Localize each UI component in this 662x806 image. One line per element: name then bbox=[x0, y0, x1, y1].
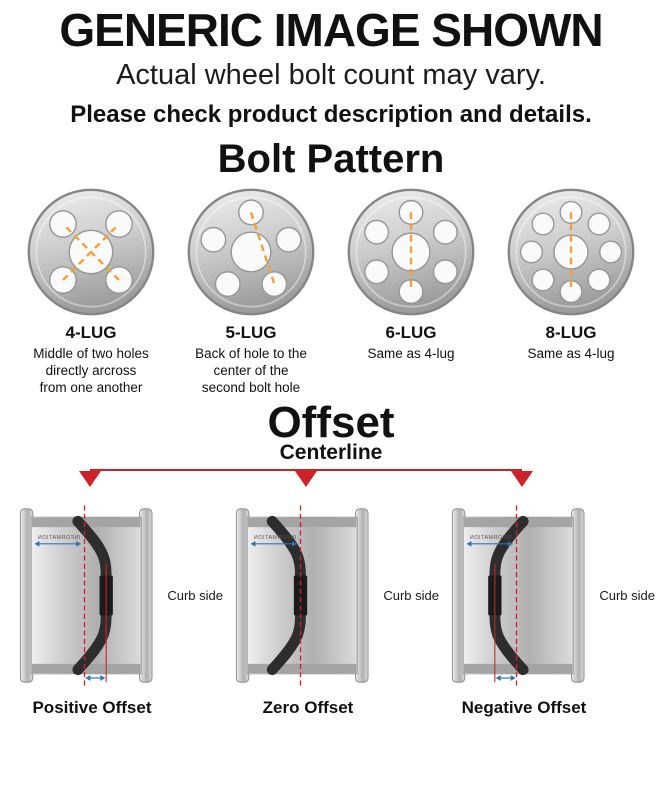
page-subtitle: Actual wheel bolt count may vary. bbox=[116, 59, 546, 92]
lug-description: Same as 4-lug bbox=[527, 346, 615, 362]
offset-title: Offset bbox=[267, 397, 395, 447]
lug-count-label: 6-LUG bbox=[385, 323, 437, 343]
lug-5-diagram-icon bbox=[187, 188, 315, 316]
wheel-cross-section-negative-icon: INFORMATION bbox=[451, 505, 585, 686]
lug-description: Same as 4-lug bbox=[367, 346, 455, 362]
centerline-marker-icon bbox=[79, 470, 101, 487]
lug-description: Back of hole to the center of the second… bbox=[195, 346, 307, 396]
wheel-cross-section-positive-icon: INFORMATION bbox=[19, 505, 153, 686]
svg-text:INFORMATION: INFORMATION bbox=[37, 535, 80, 541]
offset-type-label: Negative Offset bbox=[461, 697, 587, 717]
page-title: GENERIC IMAGE SHOWN bbox=[59, 4, 603, 56]
bolt-pattern-item: 8-LUG Same as 4-lug bbox=[497, 186, 645, 397]
offset-diagrams-row: INFORMATION Curb side Positive Offset IN… bbox=[0, 497, 662, 718]
curb-side-label: Curb side bbox=[383, 587, 439, 603]
offset-item-positive: INFORMATION Curb side Positive Offset bbox=[7, 497, 223, 718]
lug-count-label: 8-LUG bbox=[545, 323, 597, 343]
centerline-label: Centerline bbox=[279, 440, 383, 464]
centerline-line bbox=[90, 468, 522, 472]
centerline-marker-icon bbox=[295, 470, 317, 487]
bolt-pattern-item: 4-LUG Middle of two holes directly arcro… bbox=[17, 186, 165, 397]
bolt-pattern-item: 6-LUG Same as 4-lug bbox=[337, 186, 485, 397]
lug-4-diagram-icon bbox=[27, 188, 155, 316]
lug-count-label: 5-LUG bbox=[225, 323, 277, 343]
offset-item-zero: INFORMATION Curb side Zero Offset bbox=[223, 497, 439, 718]
bolt-pattern-title: Bolt Pattern bbox=[217, 137, 445, 182]
lug-description: Middle of two holes directly arcross fro… bbox=[33, 346, 149, 396]
offset-item-negative: INFORMATION Curb side Negative Offset bbox=[439, 497, 655, 718]
page-note: Please check product description and det… bbox=[70, 101, 592, 129]
offset-type-label: Positive Offset bbox=[32, 697, 152, 717]
centerline-callout: Centerline bbox=[0, 441, 662, 497]
curb-side-label: Curb side bbox=[167, 587, 223, 603]
svg-text:INFORMATION: INFORMATION bbox=[469, 535, 512, 541]
offset-type-label: Zero Offset bbox=[262, 697, 354, 717]
lug-count-label: 4-LUG bbox=[65, 323, 117, 343]
curb-side-label: Curb side bbox=[599, 587, 655, 603]
wheel-cross-section-zero-icon: INFORMATION bbox=[235, 505, 369, 686]
lug-6-diagram-icon bbox=[347, 188, 475, 316]
lug-8-diagram-icon bbox=[507, 188, 635, 316]
svg-text:INFORMATION: INFORMATION bbox=[253, 535, 296, 541]
bolt-pattern-item: 5-LUG Back of hole to the center of the … bbox=[177, 186, 325, 397]
centerline-marker-icon bbox=[511, 470, 533, 487]
bolt-pattern-row: 4-LUG Middle of two holes directly arcro… bbox=[0, 186, 662, 397]
